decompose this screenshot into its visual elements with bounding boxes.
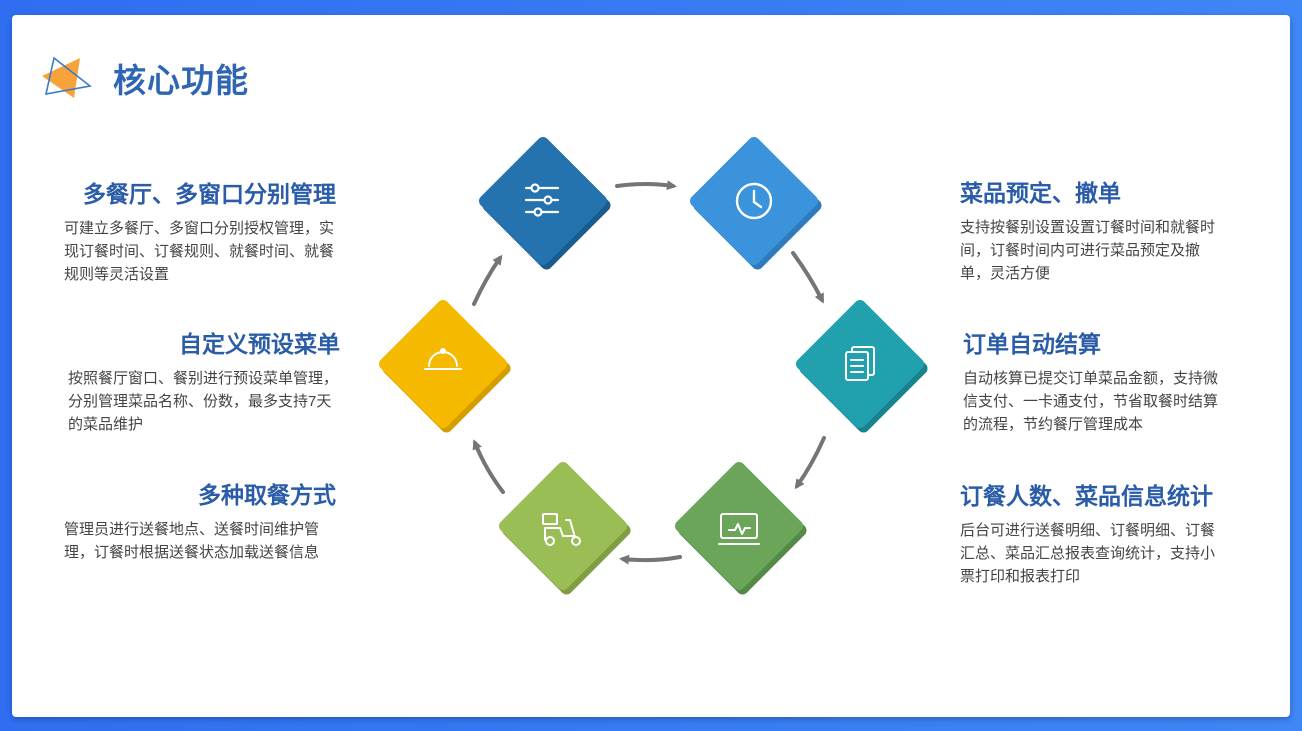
feature-title: 自定义预设菜单 — [179, 332, 340, 358]
feature-description: 自动核算已提交订单菜品金额，支持微信支付、一卡通支付，节省取餐时结算的流程，节约… — [963, 370, 1219, 433]
page-title: 核心功能 — [113, 62, 249, 99]
feature-title: 订餐人数、菜品信息统计 — [960, 484, 1213, 510]
node-monitor — [675, 462, 807, 595]
feature-title: 多餐厅、多窗口分别管理 — [83, 182, 336, 208]
feature-title: 菜品预定、撤单 — [960, 181, 1121, 207]
document-icon — [845, 346, 875, 381]
feature-order-cancel: 菜品预定、撤单 支持按餐别设置设置订餐时间和就餐时间，订餐时间内可进行菜品预定及… — [960, 174, 1226, 285]
feature-description: 按照餐厅窗口、餐别进行预设菜单管理，分别管理菜品名称、份数，最多支持7天的菜品维… — [68, 370, 339, 433]
feature-description: 支持按餐别设置设置订餐时间和就餐时间，订餐时间内可进行菜品预定及撤单，灵活方便 — [960, 219, 1216, 282]
node-clock — [690, 137, 822, 270]
node-food-cloche — [379, 300, 511, 433]
food-cloche-icon — [424, 348, 462, 370]
feature-description: 可建立多餐厅、多窗口分别授权管理，实现订餐时间、订餐规则、就餐时间、就餐规则等灵… — [64, 220, 335, 283]
monitor-icon — [718, 513, 760, 545]
feature-title: 多种取餐方式 — [198, 483, 336, 509]
logo-triangle-icon — [42, 56, 92, 98]
feature-custom-menu: 自定义预设菜单 按照餐厅窗口、餐别进行预设菜单管理，分别管理菜品名称、份数，最多… — [68, 325, 340, 436]
feature-pickup-methods: 多种取餐方式 管理员进行送餐地点、送餐时间维护管理，订餐时根据送餐状态加载送餐信… — [64, 476, 336, 564]
delivery-scooter-icon — [542, 513, 581, 546]
feature-title: 订单自动结算 — [963, 332, 1101, 358]
sliders-icon — [524, 183, 560, 217]
feature-auto-settlement: 订单自动结算 自动核算已提交订单菜品金额，支持微信支付、一卡通支付，节省取餐时结… — [963, 325, 1229, 436]
slide-panel — [12, 15, 1290, 717]
node-delivery — [499, 462, 631, 595]
node-document — [796, 300, 928, 433]
feature-description: 管理员进行送餐地点、送餐时间维护管理，订餐时根据送餐状态加载送餐信息 — [64, 521, 320, 561]
feature-statistics: 订餐人数、菜品信息统计 后台可进行送餐明细、订餐明细、订餐汇总、菜品汇总报表查询… — [960, 477, 1226, 588]
node-sliders — [479, 137, 611, 270]
clock-icon — [735, 182, 773, 220]
feature-multi-restaurant: 多餐厅、多窗口分别管理 可建立多餐厅、多窗口分别授权管理，实现订餐时间、订餐规则… — [64, 175, 336, 286]
feature-description: 后台可进行送餐明细、订餐明细、订餐汇总、菜品汇总报表查询统计，支持小票打印和报表… — [960, 522, 1216, 585]
